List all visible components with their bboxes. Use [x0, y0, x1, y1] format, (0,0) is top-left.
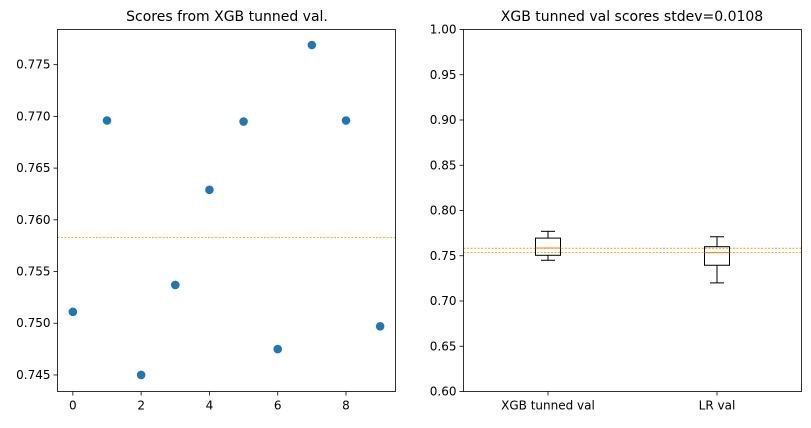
x-tick-label: 4	[206, 399, 214, 413]
data-point	[239, 117, 248, 126]
x-tick-label: 0	[69, 399, 77, 413]
y-tick-label: 0.745	[16, 368, 50, 382]
y-tick-label: 0.75	[430, 249, 457, 263]
data-point	[273, 344, 283, 354]
plot-frame	[57, 29, 396, 392]
y-tick-label: 0.65	[430, 339, 457, 353]
x-tick-label: 6	[274, 399, 282, 413]
y-tick-label: 0.80	[430, 204, 457, 218]
box-plots	[535, 230, 730, 284]
y-tick-label: 0.90	[430, 113, 457, 127]
y-tick-label: 0.755	[16, 265, 50, 279]
y-tick-label: 0.770	[16, 109, 50, 123]
iqr-box	[535, 237, 561, 256]
y-tick-label: 0.95	[430, 68, 457, 82]
data-point	[68, 307, 78, 317]
data-point	[205, 185, 214, 195]
y-axis-ticks: 0.60 0.65 0.70 0.75 0.80 0.85 0.90 0.95 1.00	[430, 23, 464, 399]
chart-title: Scores from XGB tunned val.	[126, 9, 328, 25]
y-tick-label: 0.760	[16, 213, 50, 227]
data-point	[170, 280, 180, 290]
box-plot	[535, 230, 561, 261]
scatter-chart: Scores from XGB tunned val. 0.7450.7500.…	[16, 9, 396, 413]
plot-frame	[463, 29, 802, 392]
reference-lines	[463, 247, 802, 254]
y-tick-label: 0.60	[430, 385, 457, 399]
x-tick-label: 2	[137, 399, 145, 413]
y-axis-ticks: 0.745 0.750 0.755 0.760 0.765 0.770 0.775	[16, 58, 58, 382]
x-axis-ticks: XGB tunned val LR val	[501, 391, 736, 413]
x-tick-label: LR val	[699, 399, 736, 413]
y-tick-label: 0.765	[16, 161, 50, 175]
x-axis-ticks: 0 2 4 6 8	[69, 391, 350, 413]
chart-title: XGB tunned val scores stdev=0.0108	[501, 9, 763, 25]
data-point	[375, 322, 385, 331]
box-chart: XGB tunned val scores stdev=0.0108 0.600…	[430, 9, 802, 413]
y-tick-label: 0.85	[430, 158, 457, 172]
x-tick-label: XGB tunned val	[501, 399, 595, 413]
y-tick-label: 0.750	[16, 316, 50, 330]
data-point	[307, 40, 317, 50]
data-points	[68, 40, 385, 380]
box-plot	[704, 236, 730, 284]
y-tick-label: 0.775	[16, 58, 50, 72]
y-tick-label: 1.00	[430, 23, 457, 37]
y-tick-label: 0.70	[430, 294, 457, 308]
iqr-box	[704, 246, 730, 266]
data-point	[136, 370, 146, 380]
data-point	[102, 116, 112, 125]
data-point	[341, 116, 351, 125]
x-tick-label: 8	[342, 399, 350, 413]
